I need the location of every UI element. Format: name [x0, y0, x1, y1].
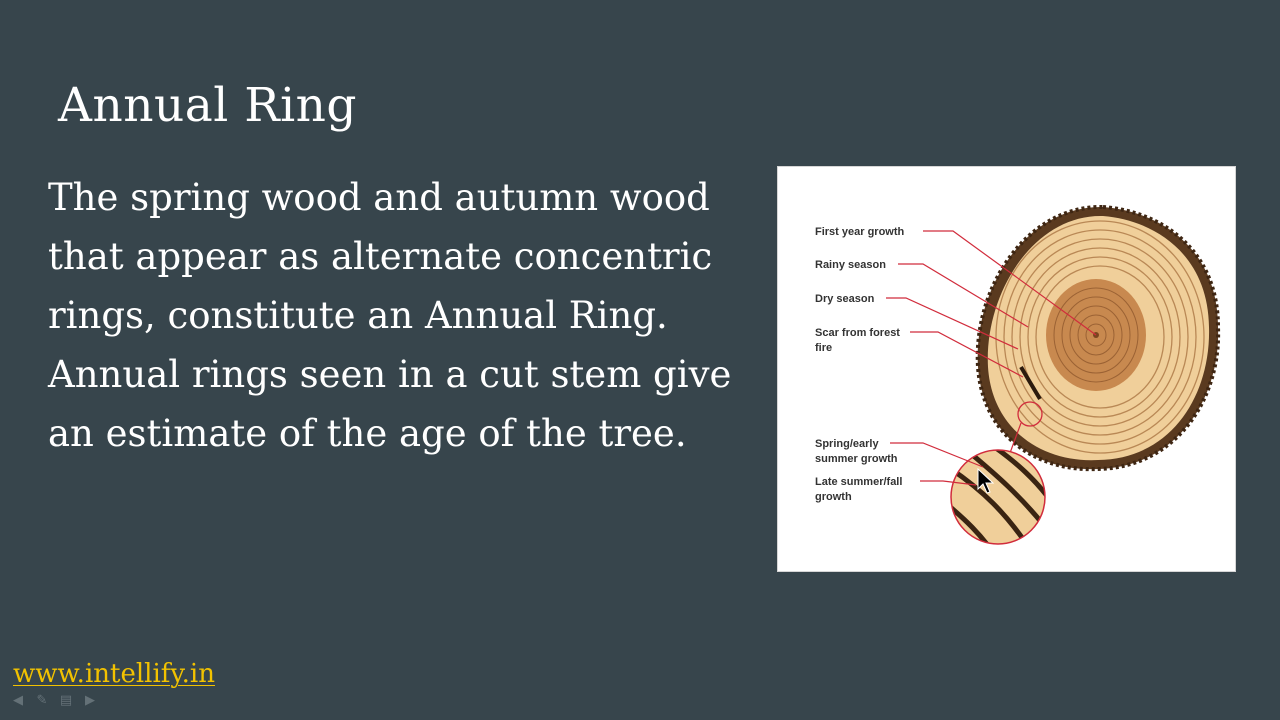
- back-arrow-icon[interactable]: ◀: [13, 693, 23, 708]
- label-dry-season: Dry season: [815, 293, 875, 305]
- label-spring-line2: summer growth: [815, 453, 898, 465]
- label-scar-line1: Scar from forest: [815, 327, 900, 339]
- outer-growth-rings: [995, 220, 1205, 454]
- pen-icon[interactable]: ✎: [36, 693, 48, 708]
- label-pointer-lines: [886, 230, 1097, 486]
- annual-ring-diagram: First year growth Rainy season Dry seaso…: [777, 166, 1236, 572]
- slide-title: Annual Ring: [58, 78, 358, 133]
- fire-scar: [1019, 365, 1042, 401]
- slides-icon[interactable]: ▤: [59, 693, 73, 708]
- inner-growth-rings: [1053, 287, 1139, 383]
- label-rainy-season: Rainy season: [815, 259, 886, 271]
- magnify-marker-circle: [1017, 401, 1043, 427]
- label-late-line2: growth: [815, 491, 852, 503]
- label-first-year-growth: First year growth: [815, 226, 905, 238]
- forward-arrow-icon[interactable]: ▶: [85, 693, 95, 708]
- label-late-line1: Late summer/fall: [815, 476, 902, 488]
- label-spring-line1: Spring/early: [815, 438, 879, 450]
- mouse-cursor-icon: [977, 467, 995, 494]
- slideshow-nav-controls: ◀ ✎ ▤ ▶: [10, 694, 98, 708]
- tree-cross-section-illustration: First year growth Rainy season Dry seaso…: [815, 204, 1221, 545]
- slide-body-text: The spring wood and autumn wood that app…: [48, 176, 732, 455]
- label-scar-line2: fire: [815, 342, 832, 354]
- website-link[interactable]: www.intellify.in: [13, 659, 215, 689]
